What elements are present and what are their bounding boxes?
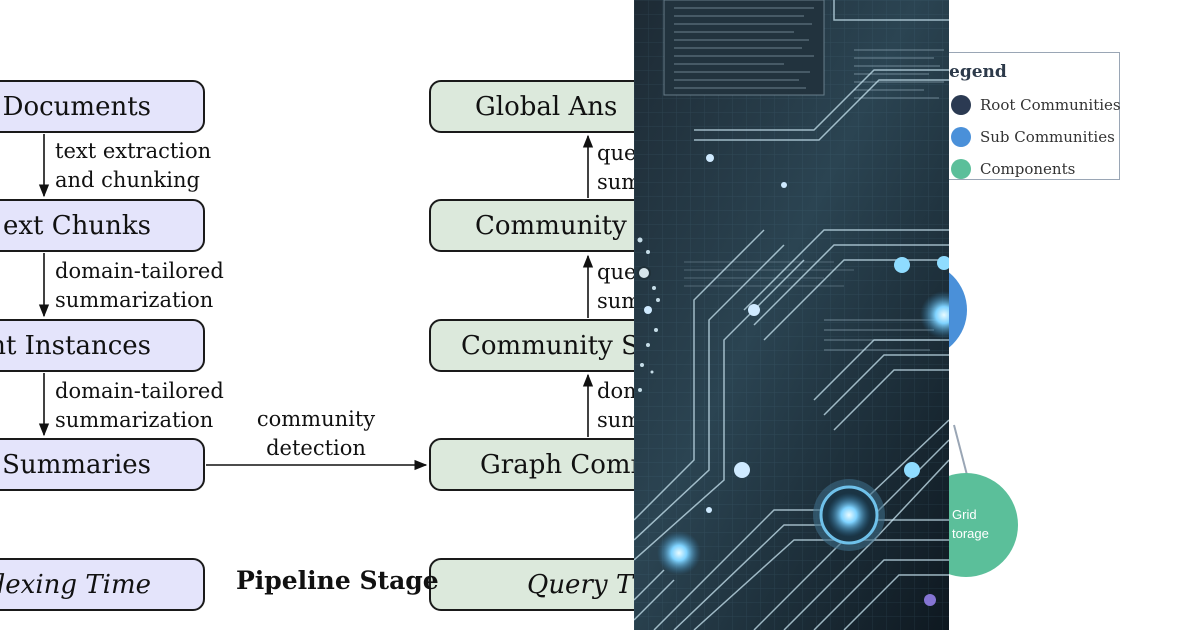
node-label: ce Documents [0, 91, 151, 122]
component-bubble [949, 473, 1018, 577]
element-summaries-node: ent Summaries [0, 438, 205, 491]
component-dot [951, 159, 971, 179]
node-label: Global Ans [475, 91, 618, 122]
source-documents-node: ce Documents [0, 80, 205, 133]
legend-label: Components [980, 160, 1076, 178]
component-bubble-label: Grid torage [952, 507, 989, 541]
community-graph-panel: egend Root Communities Sub Communities C… [949, 0, 1200, 630]
community-bubbles [949, 272, 1018, 577]
indexing-time-stage: dexing Time [0, 558, 205, 611]
sub-community-bubble [949, 272, 967, 348]
stage-label: dexing Time [0, 569, 151, 600]
legend-label: Sub Communities [980, 128, 1115, 146]
root-community-dot [951, 95, 971, 115]
node-label: ment Instances [0, 330, 151, 361]
text-chunks-node: ext Chunks [0, 199, 205, 252]
diagram-arrows [38, 134, 594, 471]
circuit-illustration [634, 0, 949, 630]
global-answer-node: Global Ans [429, 80, 674, 133]
legend-label: Root Communities [980, 96, 1121, 114]
legend-title: egend [949, 62, 1007, 82]
node-label: ent Summaries [0, 449, 151, 480]
circuit-art [634, 0, 949, 630]
sub-community-dot [951, 127, 971, 147]
element-instances-node: ment Instances [0, 319, 205, 372]
legend [949, 52, 1120, 180]
community-summaries-node: Community Sur [429, 319, 674, 372]
node-label: ext Chunks [3, 210, 151, 241]
node-label: Community Sur [461, 330, 669, 361]
pipeline-stage-title: Pipeline Stage [236, 566, 439, 595]
